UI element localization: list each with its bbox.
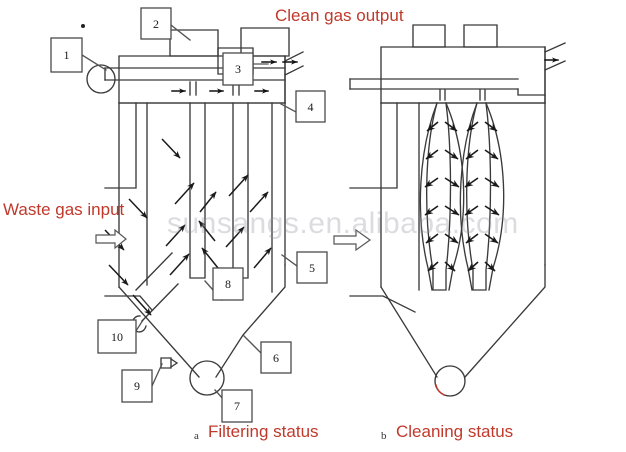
hopper-left xyxy=(118,264,286,378)
discharge-valve-accent-right xyxy=(435,384,445,396)
filtering-status-letter: a xyxy=(194,430,199,442)
housing-left xyxy=(118,102,286,288)
callout-box-1 xyxy=(50,37,83,73)
discharge-valve-circle xyxy=(189,360,225,396)
inflated-filter-bag-1 xyxy=(419,102,465,291)
pulse-valve-circle xyxy=(86,64,116,94)
status-transition-arrow xyxy=(333,228,372,252)
inflated-filter-bag-2 xyxy=(459,102,505,291)
filter-bag-2 xyxy=(189,102,206,279)
pulse-blow-tank-right-2 xyxy=(463,24,498,48)
pulse-blow-tank-1 xyxy=(169,29,219,57)
callout-leader-6 xyxy=(243,335,264,356)
callout-box-7 xyxy=(221,389,253,423)
callout-leader-2 xyxy=(170,24,191,41)
deflector-ledge-right xyxy=(349,295,416,313)
inlet-duct-left xyxy=(104,102,137,189)
callout-leader-9 xyxy=(151,363,163,387)
callout-box-3 xyxy=(222,52,254,86)
pulse-blow-tank-2 xyxy=(240,27,290,57)
callout-box-4 xyxy=(295,90,326,123)
callout-box-6 xyxy=(260,341,292,374)
filter-bag-3 xyxy=(232,102,249,279)
callout-box-5 xyxy=(296,251,328,284)
blowing-pipe-left xyxy=(104,67,286,81)
inlet-duct-right xyxy=(349,102,420,291)
callout-leader-10 xyxy=(135,319,144,332)
cleaning-status-letter: b xyxy=(381,430,387,442)
callout-leader-1 xyxy=(81,54,107,71)
pulse-cleaning-arrows xyxy=(424,121,500,272)
inlet-guide-lines-left xyxy=(135,252,179,322)
inspection-door-icon xyxy=(160,357,179,369)
waste-gas-input-label: Waste gas input xyxy=(3,200,125,219)
tube-sheet-right xyxy=(380,89,546,104)
hopper-right xyxy=(380,264,546,378)
waste-gas-input-arrow xyxy=(95,228,127,250)
deflector-ledge-left xyxy=(104,295,153,311)
pulse-blow-tank-right-1 xyxy=(412,24,446,48)
clean-gas-output-label: Clean gas output xyxy=(275,6,404,25)
tube-sheet-left xyxy=(118,81,286,104)
stray-dot xyxy=(81,24,85,28)
callout-box-8 xyxy=(212,267,244,301)
clean-gas-outlet-right xyxy=(544,42,566,104)
housing-right xyxy=(380,102,546,288)
callout-box-10 xyxy=(97,319,137,354)
callout-leader-5 xyxy=(281,254,298,267)
discharge-valve-circle-right xyxy=(434,365,466,397)
cleaning-status-unit xyxy=(349,24,566,397)
callout-boxes-group xyxy=(50,7,328,423)
callout-leader-4 xyxy=(280,103,297,113)
cleaning-status-caption: Cleaning status xyxy=(396,422,514,441)
clean-gas-outlet-left xyxy=(284,51,304,104)
blowing-pipe-right xyxy=(349,78,546,96)
callout-box-9 xyxy=(121,369,153,403)
callout-box-2 xyxy=(140,7,172,40)
filtering-status-caption: Filtering status xyxy=(208,422,319,441)
dust-flow-arrows xyxy=(104,138,272,316)
